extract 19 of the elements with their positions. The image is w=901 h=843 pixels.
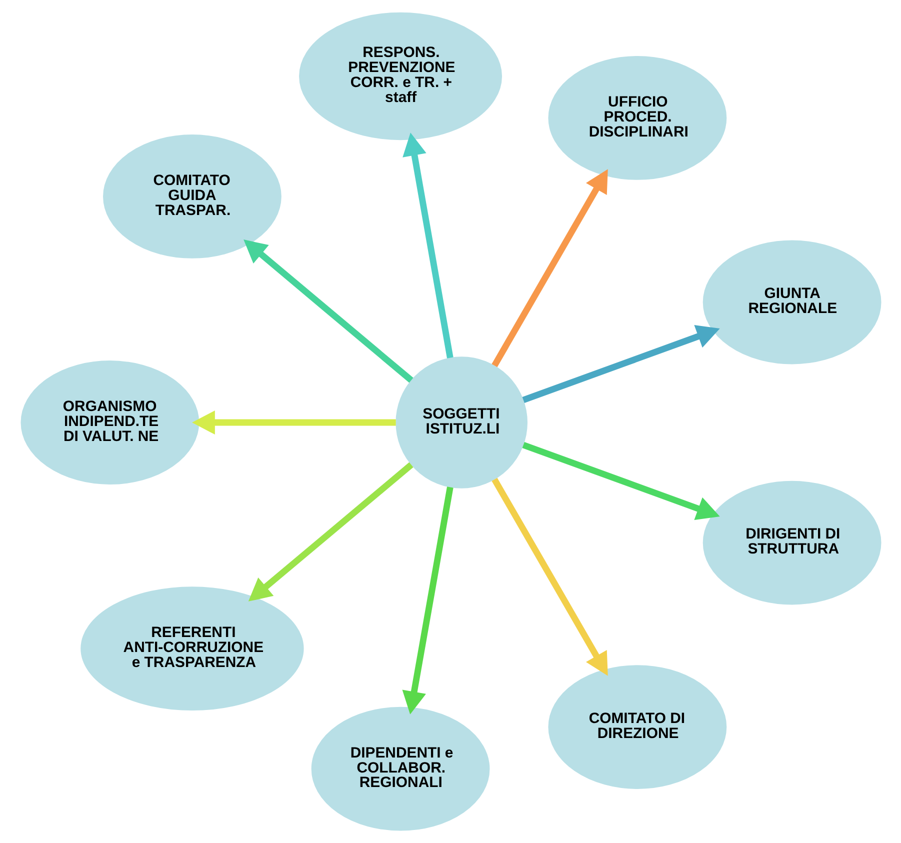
node-ellipse: UFFICIO PROCED. DISCIPLINARI	[548, 56, 726, 180]
node-ellipse: ORGANISMO INDIPEND.TE DI VALUT. NE	[20, 360, 199, 484]
arrow	[522, 325, 720, 404]
node-ellipse: DIRIGENTI DI STRUTTURA	[702, 480, 881, 605]
arrow	[522, 442, 720, 520]
node-ellipse: DIPENDENTI e COLLABOR. REGIONALI	[310, 706, 490, 831]
arrow	[491, 478, 608, 676]
arrow	[402, 132, 453, 358]
arrow	[243, 240, 413, 383]
node-ellipse: GIUNTA REGIONALE	[702, 240, 881, 364]
node-ellipse: COMITATO GUIDA TRASPAR.	[102, 134, 281, 258]
node-ellipse: RESPONS. PREVENZIONE CORR. e TR. + staff	[298, 12, 502, 140]
arrow	[248, 462, 413, 602]
node-ellipse: REFERENTI ANTI-CORRUZIONE e TRASPARENZA	[80, 586, 304, 711]
arrow	[402, 486, 453, 714]
node-ellipse: COMITATO DI DIREZIONE	[548, 665, 726, 790]
arrow	[491, 169, 608, 368]
node-circle: SOGGETTI ISTITUZ.LI	[395, 356, 527, 488]
arrow	[192, 410, 396, 435]
